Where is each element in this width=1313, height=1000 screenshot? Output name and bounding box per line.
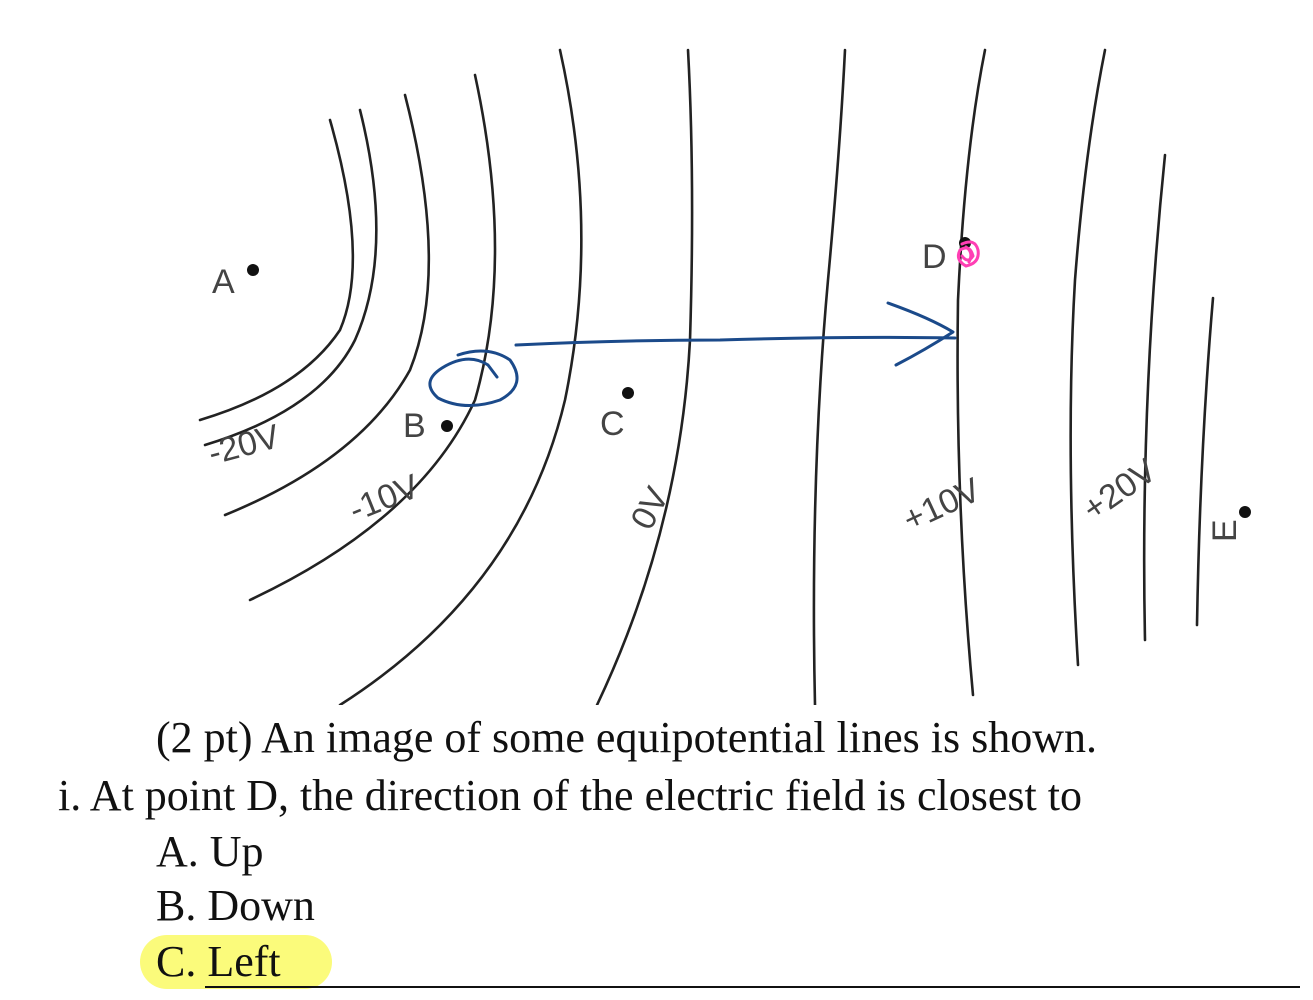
point-e-dot <box>1239 506 1251 518</box>
potential-label-zero: 0V <box>624 481 677 536</box>
equipotential-line <box>595 48 694 705</box>
answer-highlight <box>140 935 332 989</box>
potential-label-plus20: +20V <box>1076 451 1164 528</box>
pink-scribble-mark <box>957 240 980 268</box>
point-e-label: E <box>1206 519 1244 542</box>
point-d-label: D <box>922 238 947 276</box>
answer-underline <box>205 986 1300 988</box>
potential-label-plus10: +10V <box>897 471 986 540</box>
option-a: A. Up <box>156 827 264 876</box>
potential-label-minus10: -10V <box>344 467 425 529</box>
equipotential-line <box>203 108 378 447</box>
point-a-dot <box>247 264 259 276</box>
equipotential-line <box>198 118 355 422</box>
equipotential-line <box>1195 296 1215 627</box>
point-c-label: C <box>600 405 625 443</box>
equipotential-line <box>223 93 431 517</box>
point-c-dot <box>622 387 634 399</box>
equipotential-line <box>248 73 497 602</box>
circled-region-mark <box>428 349 519 408</box>
equipotential-diagram: A B C D E -20V -10V 0V +10V +20V <box>198 48 1251 705</box>
point-a-label: A <box>212 263 235 301</box>
equipotential-line <box>956 48 987 697</box>
drawn-arrow-head <box>886 301 955 367</box>
point-b-label: B <box>403 407 426 445</box>
option-b: B. Down <box>156 881 315 930</box>
potential-label-minus20: -20V <box>204 417 284 472</box>
drawn-arrow-shaft <box>514 335 957 347</box>
equipotential-line <box>1142 153 1167 642</box>
question-intro: (2 pt) An image of some equipotential li… <box>156 713 1097 762</box>
equipotential-line <box>812 48 847 705</box>
question-prompt: i. At point D, the direction of the elec… <box>58 771 1082 820</box>
equipotential-line <box>1069 48 1107 667</box>
handwritten-annotation <box>428 301 957 408</box>
equipotential-line <box>338 48 583 705</box>
option-c: C. Left <box>156 937 281 986</box>
point-b-dot <box>441 420 453 432</box>
